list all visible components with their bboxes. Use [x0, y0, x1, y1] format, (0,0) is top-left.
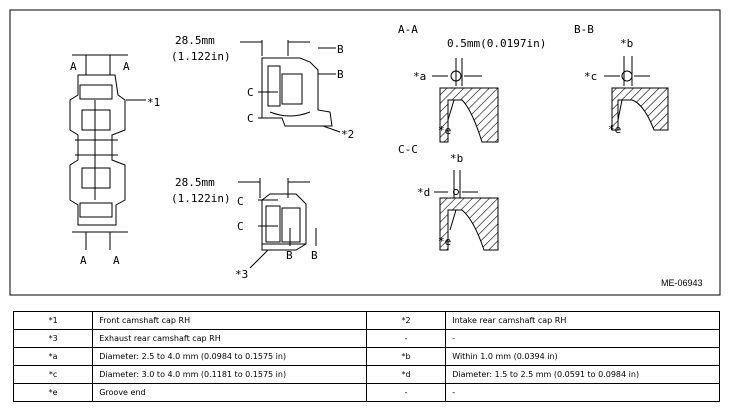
- legend-row: *a Diameter: 2.5 to 4.0 mm (0.0984 to 0.…: [12, 347, 720, 366]
- label-c-2: C: [247, 112, 254, 125]
- front-camshaft-cap-drawing: [69, 74, 126, 226]
- label-b-2: B: [337, 68, 344, 81]
- legend-key: *c: [12, 365, 94, 384]
- dim-top-mm: 28.5mm: [175, 34, 215, 47]
- intake-cap-dimension-lines: [240, 40, 341, 133]
- legend-key: *2: [365, 311, 447, 330]
- label-b-4: B: [311, 249, 318, 262]
- callout-1: *1: [147, 96, 160, 109]
- legend-key: *e: [12, 383, 94, 402]
- legend-key: *d: [365, 365, 447, 384]
- section-c-c-title: C-C: [398, 143, 418, 156]
- callout-b-1: *b: [620, 37, 633, 50]
- legend-row: *c Diameter: 3.0 to 4.0 mm (0.1181 to 0.…: [12, 365, 720, 384]
- figure-code: ME-06943: [661, 278, 703, 288]
- dim-top-in: (1.122in): [171, 50, 231, 63]
- figure-frame: [9, 9, 721, 296]
- legend-key: *3: [12, 329, 94, 348]
- legend-value: -: [445, 383, 720, 402]
- legend-row: *1 Front camshaft cap RH *2 Intake rear …: [12, 311, 720, 330]
- legend-row: *3 Exhaust rear camshaft cap RH - -: [12, 329, 720, 348]
- section-a-a-title: A-A: [398, 23, 418, 36]
- legend-value: Diameter: 3.0 to 4.0 mm (0.1181 to 0.157…: [92, 365, 367, 384]
- label-c-4: C: [237, 220, 244, 233]
- legend-key: *1: [12, 311, 94, 330]
- exhaust-rear-cap-drawing: [261, 193, 307, 251]
- legend-value: Diameter: 1.5 to 2.5 mm (0.0591 to 0.098…: [445, 365, 720, 384]
- legend-key: *b: [365, 347, 447, 366]
- legend-value: Front camshaft cap RH: [92, 311, 367, 330]
- legend-value: Intake rear camshaft cap RH: [445, 311, 720, 330]
- label-b-1: B: [337, 43, 344, 56]
- exhaust-cap-dimension-lines: [238, 178, 317, 269]
- label-a-top-left: A: [70, 60, 77, 73]
- label-c-3: C: [237, 195, 244, 208]
- label-a-bottom-right: A: [113, 254, 120, 267]
- dim-mid-in: (1.122in): [171, 192, 231, 205]
- section-a-a-drawing: [432, 58, 499, 143]
- legend-value: -: [445, 329, 720, 348]
- callout-3: *3: [235, 268, 248, 281]
- callout-2: *2: [341, 128, 354, 141]
- callout-e-1: *e: [438, 124, 451, 137]
- callout-c: *c: [584, 70, 597, 83]
- legend-value: Within 1.0 mm (0.0394 in): [445, 347, 720, 366]
- label-a-bottom-left: A: [80, 254, 87, 267]
- legend-key: -: [365, 329, 447, 348]
- callout-e-2: *e: [608, 123, 621, 136]
- callout-a: *a: [413, 70, 426, 83]
- legend-table: *1 Front camshaft cap RH *2 Intake rear …: [12, 311, 720, 402]
- legend-value: Diameter: 2.5 to 4.0 mm (0.0984 to 0.157…: [92, 347, 367, 366]
- section-c-c-drawing: [434, 170, 499, 251]
- callout-d: *d: [417, 186, 430, 199]
- callout-e-3: *e: [438, 235, 451, 248]
- label-a-top-right: A: [123, 60, 130, 73]
- legend-key: *a: [12, 347, 94, 366]
- intake-rear-cap-drawing: [261, 57, 333, 127]
- label-c-1: C: [247, 86, 254, 99]
- clearance-label: 0.5mm(0.0197in): [447, 37, 546, 50]
- legend-value: Exhaust rear camshaft cap RH: [92, 329, 367, 348]
- callout-b-2: *b: [450, 152, 463, 165]
- legend-key: -: [365, 383, 447, 402]
- legend-value: Groove end: [92, 383, 367, 402]
- legend-row: *e Groove end - -: [12, 383, 720, 402]
- label-b-3: B: [286, 249, 293, 262]
- section-a-markers: [72, 54, 146, 250]
- section-b-b-drawing: [604, 56, 669, 131]
- dim-mid-mm: 28.5mm: [175, 176, 215, 189]
- section-b-b-title: B-B: [574, 23, 594, 36]
